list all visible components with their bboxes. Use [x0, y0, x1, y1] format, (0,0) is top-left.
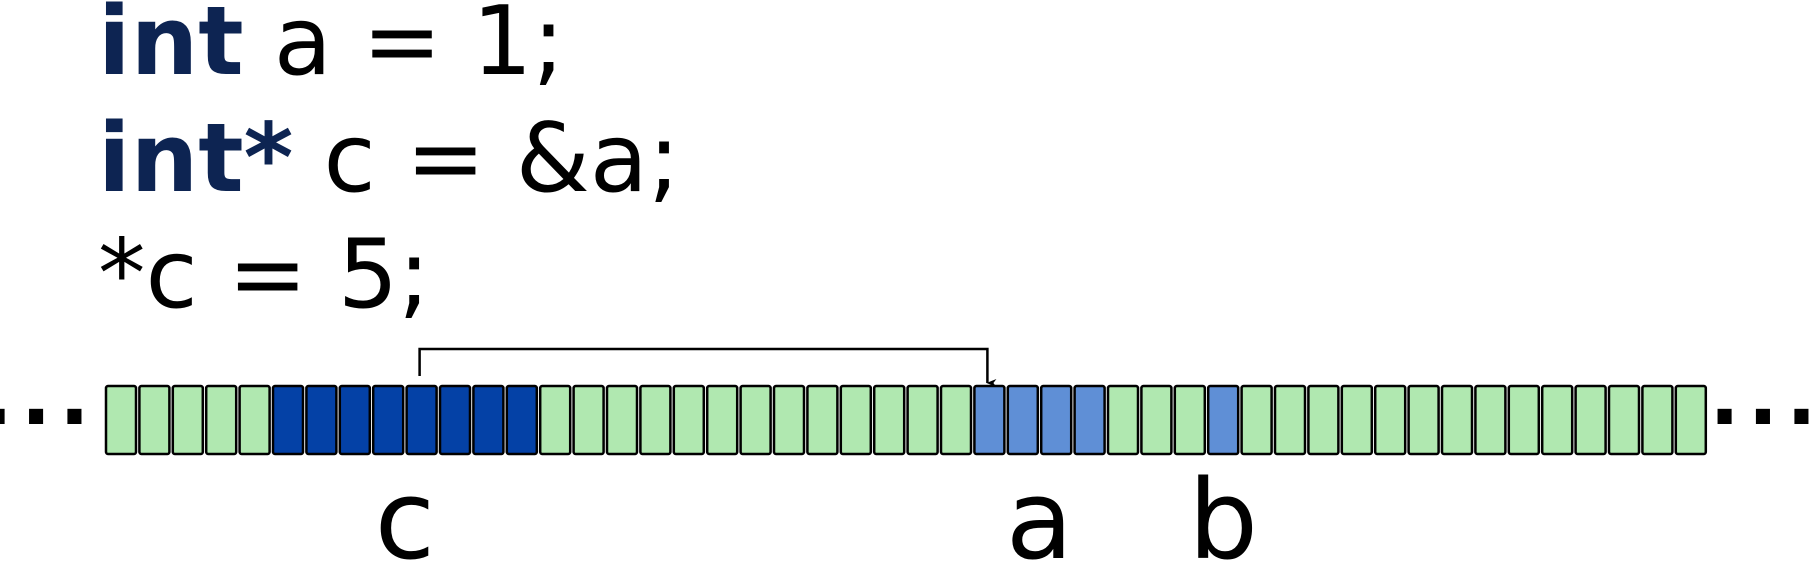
memory-cell-ptr — [472, 384, 505, 456]
ellipsis-right: ... — [1709, 350, 1812, 443]
memory-cell-int — [1006, 384, 1040, 456]
memory-strip: ... ... — [0, 347, 1812, 456]
memory-cell-ptr — [338, 384, 372, 456]
pointer-arrow — [418, 347, 997, 387]
memory-cell-free — [1607, 384, 1641, 456]
memory-cell-free — [1373, 384, 1407, 456]
memory-cell-ptr — [438, 384, 472, 456]
memory-cell-free — [739, 384, 772, 456]
label-c: c — [374, 456, 436, 584]
memory-cell-free — [939, 384, 973, 456]
memory-cell-int — [1206, 384, 1240, 456]
label-b: b — [1188, 456, 1259, 584]
code-keyword: int — [98, 0, 244, 97]
memory-cell-free — [204, 384, 238, 456]
memory-cell-free — [1474, 384, 1507, 456]
memory-cell-free — [1540, 384, 1574, 456]
memory-cell-free — [806, 384, 839, 456]
memory-cell-free — [238, 384, 271, 456]
memory-cell-free — [1574, 384, 1607, 456]
memory-cell-free — [1173, 384, 1207, 456]
memory-cell-free — [1507, 384, 1541, 456]
memory-cell-free — [138, 384, 171, 456]
memory-cell-free — [1641, 384, 1674, 456]
memory-cell-free — [1240, 384, 1273, 456]
memory-cell-int — [1039, 384, 1073, 456]
code-text: *c = 5; — [98, 220, 431, 330]
memory-cell-free — [1674, 384, 1708, 456]
memory-cell-free — [705, 384, 739, 456]
memory-cell-ptr — [405, 384, 438, 456]
memory-cell-free — [1140, 384, 1173, 456]
memory-cell-int — [1073, 384, 1106, 456]
memory-cell-free — [1307, 384, 1340, 456]
memory-cell-free — [605, 384, 639, 456]
memory-cell-free — [639, 384, 672, 456]
label-a: a — [1005, 456, 1074, 584]
memory-cell-free — [1273, 384, 1307, 456]
memory-cell-free — [772, 384, 806, 456]
code-line-1: int a = 1; — [98, 0, 564, 90]
code-line-2: int* c = &a; — [98, 112, 680, 207]
memory-cell-ptr — [271, 384, 305, 456]
memory-cell-ptr — [371, 384, 405, 456]
memory-cells — [104, 384, 1708, 456]
memory-cell-free — [1440, 384, 1474, 456]
ellipsis-left: ... — [0, 350, 98, 443]
memory-cell-free — [538, 384, 572, 456]
memory-cell-free — [1106, 384, 1140, 456]
code-text: a = 1; — [243, 0, 565, 97]
memory-cell-free — [572, 384, 605, 456]
memory-cell-free — [906, 384, 939, 456]
code-keyword: int* — [98, 104, 294, 214]
memory-cell-free — [104, 384, 138, 456]
memory-cell-free — [672, 384, 706, 456]
memory-cell-int — [973, 384, 1006, 456]
memory-cell-ptr — [505, 384, 539, 456]
memory-cell-free — [171, 384, 205, 456]
memory-cell-free — [1407, 384, 1440, 456]
memory-cell-ptr — [305, 384, 338, 456]
memory-cell-free — [839, 384, 873, 456]
memory-cell-free — [872, 384, 906, 456]
code-line-3: *c = 5; — [98, 228, 430, 323]
memory-cell-free — [1340, 384, 1374, 456]
code-text: c = &a; — [293, 104, 681, 214]
